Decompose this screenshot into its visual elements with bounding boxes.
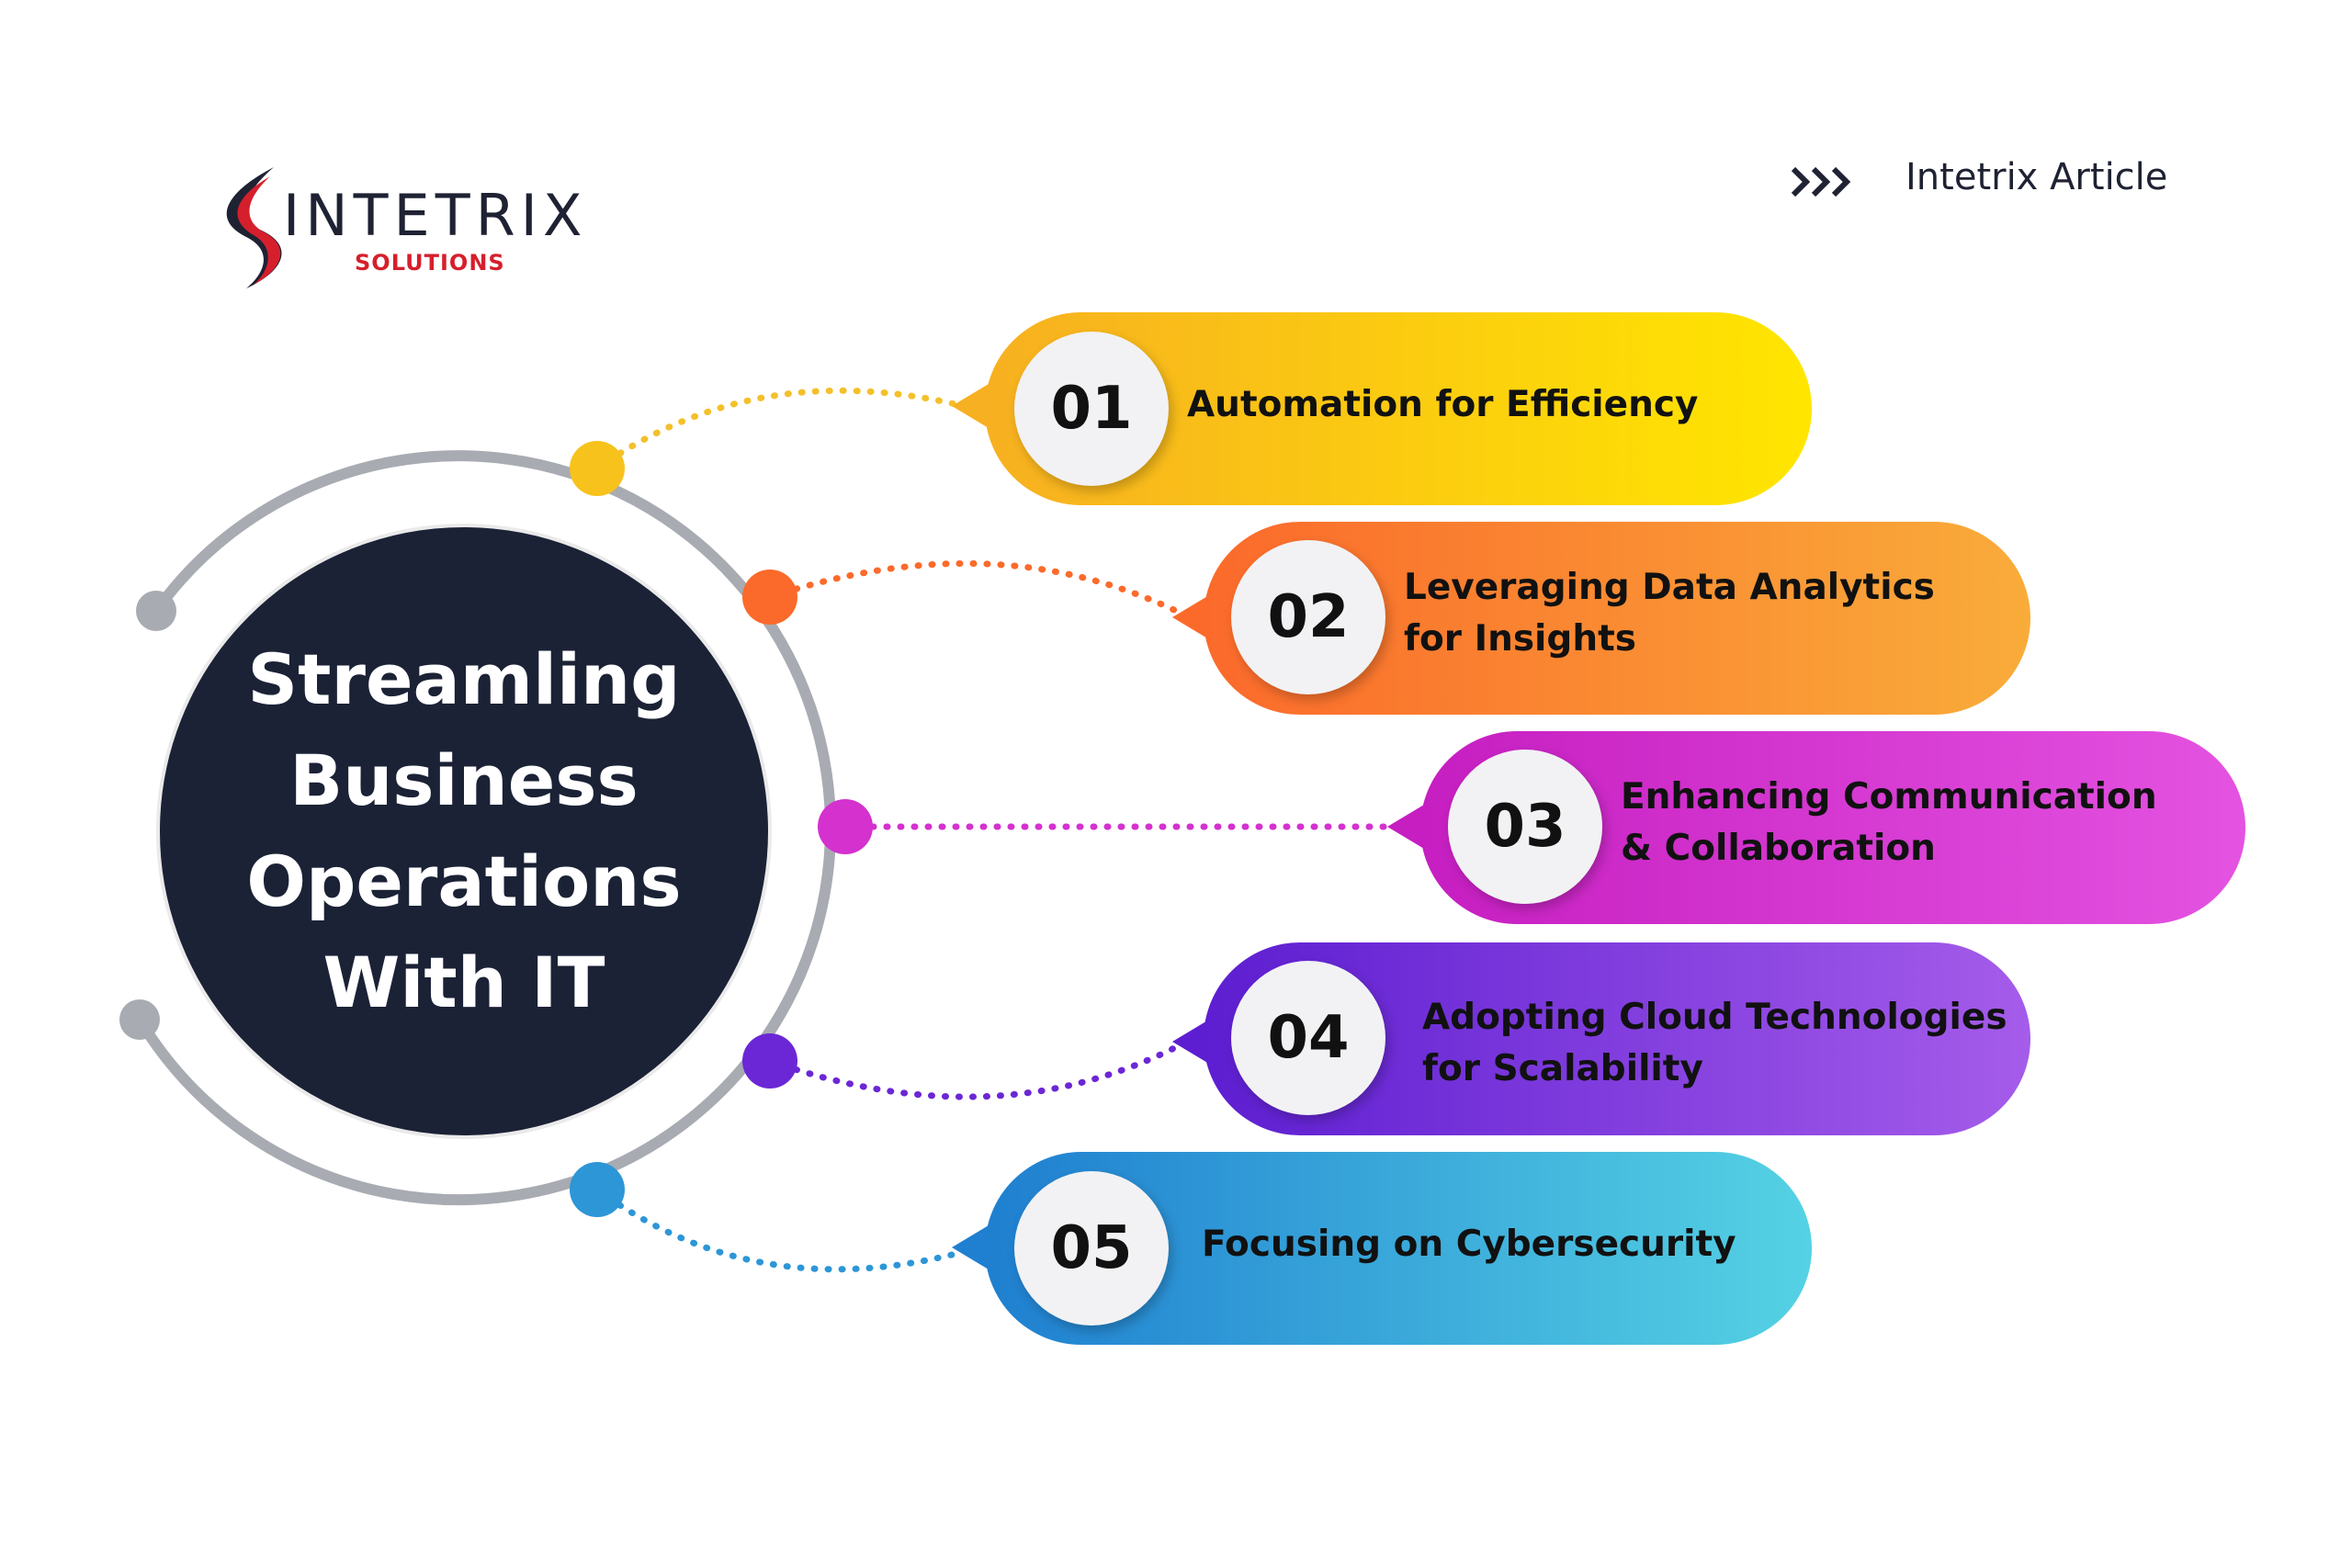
node-dot-05 (570, 1162, 625, 1217)
connector-05 (594, 1186, 959, 1273)
connector-04 (766, 1043, 1180, 1100)
item-01-number: 01 (1014, 332, 1169, 486)
pill-pointer-01 (952, 384, 989, 428)
node-dot-03 (818, 799, 873, 854)
item-04-number: 04 (1231, 961, 1385, 1115)
connector-02 (766, 559, 1180, 615)
brand-subtitle: SOLUTIONS (355, 250, 505, 276)
node-dot-04 (742, 1033, 797, 1089)
item-04-text: Adopting Cloud Technologies for Scalabil… (1422, 997, 2007, 1089)
item-03-text: Enhancing Communication & Collaboration (1621, 776, 2157, 869)
pill-pointer-04 (1172, 1020, 1209, 1064)
pill-pointer-05 (952, 1225, 989, 1269)
item-02-text: Leveraging Data Analytics for Insights (1404, 567, 1935, 660)
triple-chevron-right-icon (1791, 166, 1851, 197)
pill-pointer-02 (1172, 595, 1209, 639)
brand-logo: INTETRIX SOLUTIONS (209, 164, 614, 292)
article-text: Intetrix Article (1905, 156, 2168, 198)
pill-pointer-03 (1387, 805, 1424, 849)
brand-name: INTETRIX (283, 182, 588, 249)
item-05-number: 05 (1014, 1171, 1169, 1325)
s-swoosh-logo-icon (226, 167, 282, 288)
node-dot-01 (570, 441, 625, 496)
ring-end-dot-top (136, 591, 176, 631)
ring-end-dot-bottom (119, 999, 160, 1040)
item-02-number: 02 (1231, 540, 1385, 694)
node-dot-02 (742, 570, 797, 625)
item-03-number: 03 (1448, 750, 1602, 904)
item-05-text: Focusing on Cybersecurity (1202, 1224, 1736, 1265)
center-title: Streamling Business Operations With IT (246, 638, 682, 1023)
center-circle (156, 524, 772, 1139)
connector-01 (594, 387, 959, 472)
item-01-text: Automation for Efficiency (1187, 384, 1699, 425)
